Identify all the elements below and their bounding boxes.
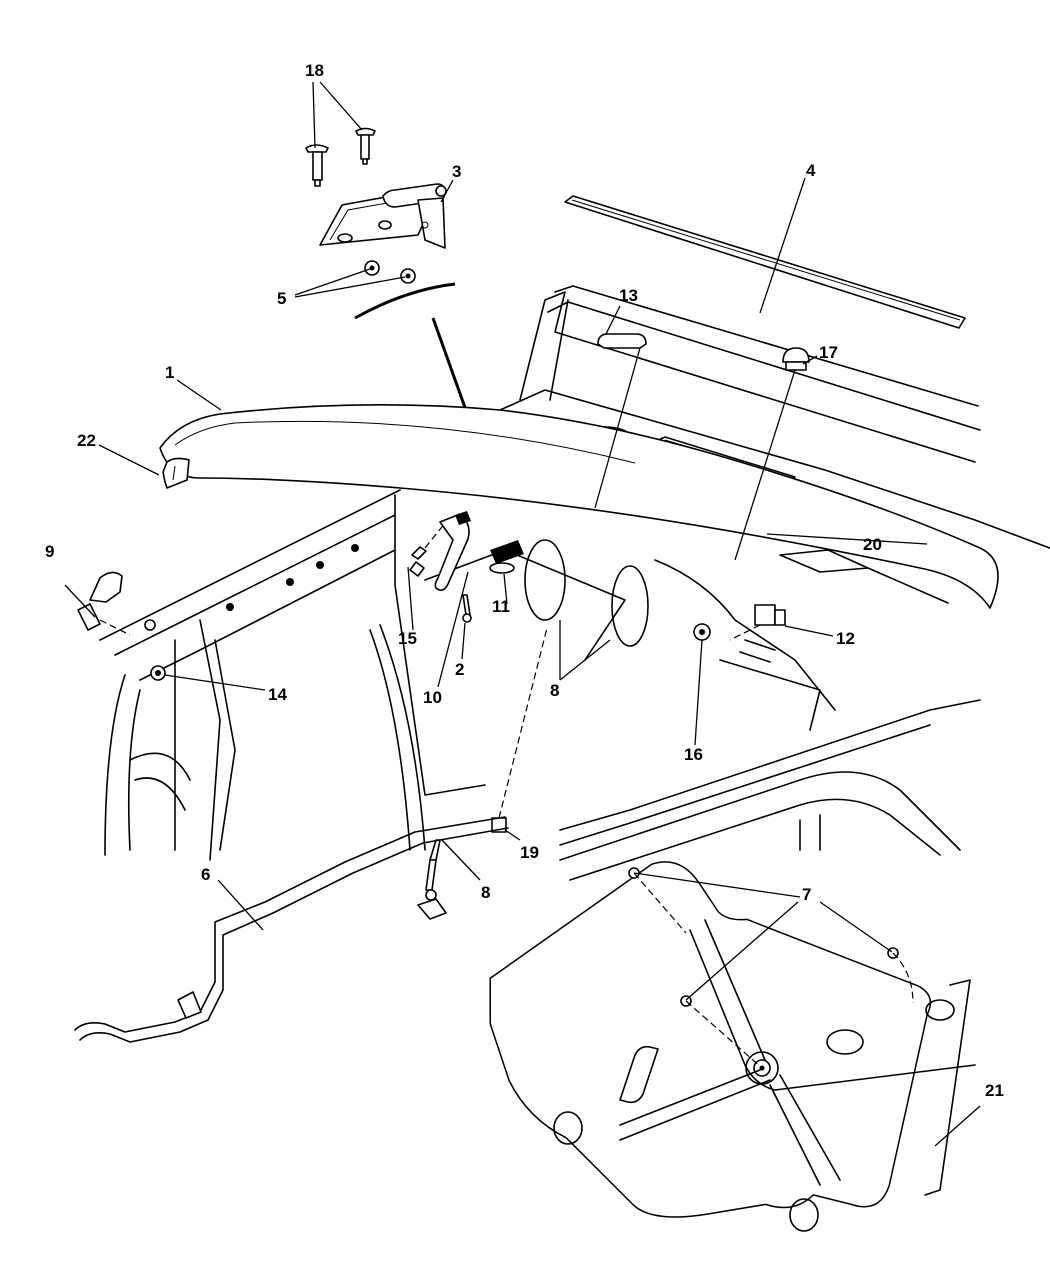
part-22-retainer-clip[interactable] [162,457,190,489]
part-5-hinge-nuts[interactable] [364,260,416,284]
part-14-nut[interactable] [150,665,166,681]
part-8-latch-striker[interactable] [425,839,441,901]
callout-17[interactable]: 17 [819,343,838,362]
part-6-hood-release-cable[interactable] [74,816,509,1043]
callout-18[interactable]: 18 [305,61,324,80]
part-1-hood-panel[interactable] [159,404,999,796]
part-4-cowl-seal[interactable] [564,195,966,329]
callout-13[interactable]: 13 [619,286,638,305]
lower-frame [559,699,981,881]
callout-14[interactable]: 14 [268,685,287,704]
part-9-hood-latch[interactable] [77,571,131,636]
callout-15[interactable]: 15 [398,629,417,648]
callout-12[interactable]: 12 [836,629,855,648]
hood-underside-structure [394,494,836,796]
hinge-guide-line [431,317,470,417]
part-11-latch-spring[interactable] [489,540,524,574]
callout-labels: 18 3 4 5 13 17 1 22 9 20 11 12 15 2 8 14… [45,61,1004,1100]
callout-11[interactable]: 11 [492,597,510,616]
callout-4[interactable]: 4 [806,161,816,180]
callout-22[interactable]: 22 [77,431,96,450]
callout-2[interactable]: 2 [455,660,464,679]
callout-8-lower[interactable]: 8 [481,883,490,902]
part-16-bumper[interactable] [693,623,711,641]
detail-arc [354,282,456,320]
handle-13-guide [594,347,641,509]
part-12-hood-switch[interactable] [729,604,786,641]
callout-1[interactable]: 1 [165,363,174,382]
callout-3[interactable]: 3 [452,162,461,181]
radiator-support [99,489,426,861]
part-13-handle[interactable] [597,333,647,349]
part-3-hood-hinge[interactable] [319,183,447,249]
part-19-clip[interactable] [491,627,548,833]
callout-9[interactable]: 9 [45,542,54,561]
part-17-hood-bumper[interactable] [782,347,810,371]
callout-8-upper[interactable]: 8 [550,681,559,700]
callout-19[interactable]: 19 [520,843,539,862]
part-20-prop-rod[interactable] [779,549,949,604]
callout-20[interactable]: 20 [863,535,882,554]
callout-5[interactable]: 5 [277,289,286,308]
bumper-17-guide [734,369,796,561]
callout-7[interactable]: 7 [802,885,811,904]
callout-10[interactable]: 10 [423,688,442,707]
part-21-hood-insulator[interactable] [489,861,976,1232]
bolt-left [305,144,329,187]
part-10-safety-catch[interactable] [434,511,471,592]
callout-6[interactable]: 6 [201,865,210,884]
leader-lines [64,81,981,1147]
part-2-bumper-screw[interactable] [462,594,472,623]
part-15-bolt[interactable] [409,522,446,577]
part-18-hinge-bolts[interactable] [305,127,376,187]
callout-21[interactable]: 21 [985,1081,1004,1100]
bolt-right [355,127,376,165]
callout-16[interactable]: 16 [684,745,703,764]
